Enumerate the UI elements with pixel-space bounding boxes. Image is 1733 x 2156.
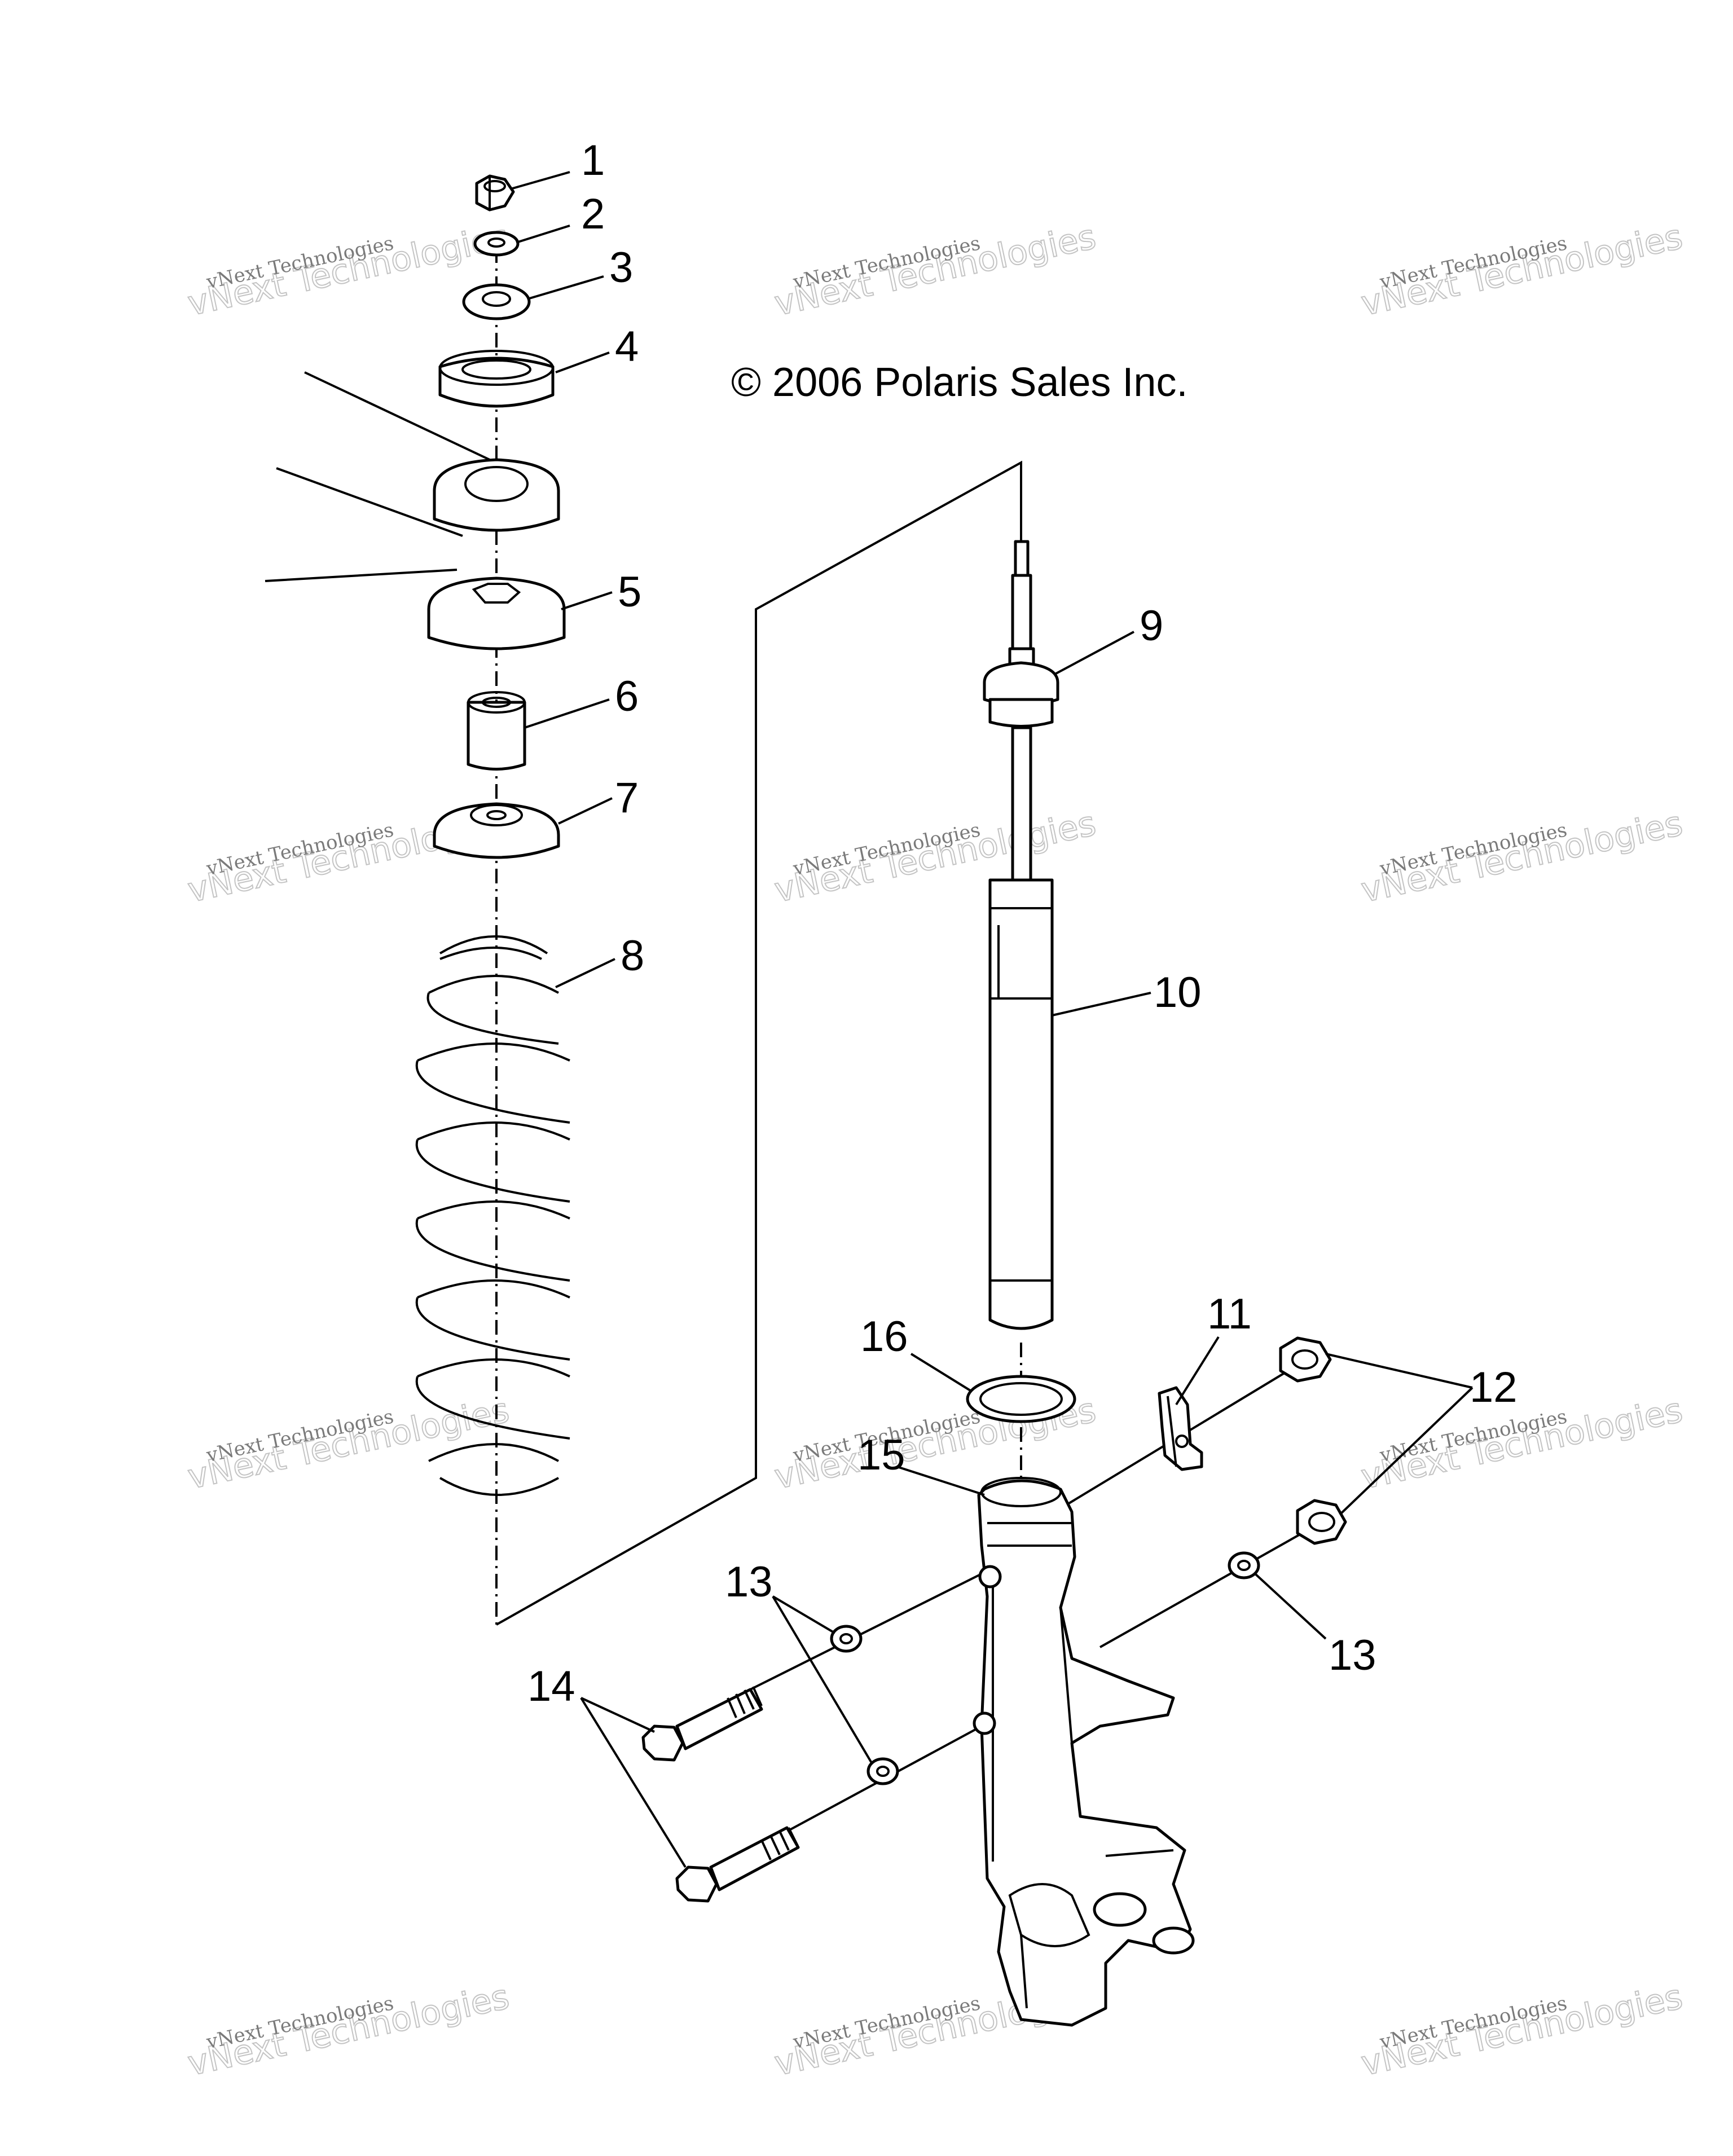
part-11-bracket bbox=[1158, 1386, 1203, 1471]
part-14-bolt-lower bbox=[675, 1826, 800, 1903]
connector-line bbox=[496, 460, 1022, 1626]
leader-13b bbox=[1254, 1573, 1327, 1640]
part-15-knuckle bbox=[973, 1477, 1195, 2027]
watermark: vNext Technologies vNext Technologies bbox=[771, 217, 1100, 324]
leader-6 bbox=[524, 698, 610, 729]
watermark: vNext Technologies vNext Technologies bbox=[184, 1977, 513, 2084]
leader-16 bbox=[910, 1353, 971, 1392]
callout-11: 11 bbox=[1207, 1290, 1252, 1338]
leader-13a-1 bbox=[772, 1595, 836, 1634]
leader-5 bbox=[561, 591, 613, 610]
part-7-spring-seat bbox=[433, 802, 560, 859]
part-9-shock-rod bbox=[983, 540, 1059, 882]
leader-15 bbox=[896, 1466, 985, 1496]
watermark: vNext Technologies vNext Technologies bbox=[1357, 1977, 1687, 2084]
part-14-bolt-upper bbox=[641, 1686, 763, 1762]
leader-11 bbox=[1175, 1336, 1220, 1406]
callout-14: 14 bbox=[527, 1662, 575, 1710]
leader-1 bbox=[510, 171, 570, 190]
extension-line bbox=[265, 569, 458, 582]
part-12-nut-upper bbox=[1279, 1336, 1332, 1383]
extension-line bbox=[304, 371, 508, 469]
callout-6: 6 bbox=[615, 672, 639, 720]
part-12-nut-lower bbox=[1296, 1499, 1347, 1545]
part-4-bearing-cup bbox=[438, 350, 555, 408]
part-13-washer-right bbox=[1228, 1551, 1260, 1579]
watermark: vNext Technologies vNext Technologies bbox=[1357, 803, 1687, 911]
callout-1: 1 bbox=[581, 137, 605, 184]
watermark: vNext Technologies vNext Technologies bbox=[184, 217, 513, 324]
callout-9: 9 bbox=[1140, 602, 1163, 650]
part-10-shock-body bbox=[988, 878, 1054, 1330]
watermark: vNext Technologies vNext Technologies bbox=[184, 1390, 513, 1498]
part-2-washer bbox=[473, 231, 520, 257]
lower-nut-axis bbox=[1099, 1522, 1321, 1648]
assembly-lines bbox=[265, 248, 1321, 1840]
callout-13a: 13 bbox=[725, 1558, 773, 1606]
leader-12b bbox=[1339, 1387, 1474, 1516]
leader-3 bbox=[527, 275, 604, 300]
leader-12a bbox=[1325, 1353, 1473, 1389]
leader-lines bbox=[510, 171, 1474, 1868]
part-1-nut bbox=[475, 174, 515, 212]
part-6-bushing bbox=[467, 691, 526, 771]
part-8-spring bbox=[415, 935, 570, 1496]
part-5-upper-mount bbox=[427, 458, 566, 650]
watermark: vNext Technologies vNext Technologies bbox=[1357, 217, 1687, 324]
leader-8 bbox=[555, 958, 615, 988]
leader-9 bbox=[1054, 631, 1134, 675]
leader-10 bbox=[1052, 992, 1151, 1017]
watermark: vNext Technologies vNext Technologies bbox=[1357, 1390, 1687, 1498]
callout-15: 15 bbox=[857, 1431, 905, 1479]
callout-7: 7 bbox=[615, 774, 639, 822]
leader-2 bbox=[516, 225, 570, 244]
leader-14a bbox=[580, 1697, 655, 1733]
part-3-spacer bbox=[462, 283, 531, 320]
part-13-washer-upper-left bbox=[830, 1625, 863, 1653]
callout-labels: 1 2 3 4 5 6 7 8 9 10 11 12 13 13 14 15 1… bbox=[527, 137, 1518, 1710]
part-16-ring bbox=[966, 1375, 1076, 1423]
watermarks: vNext Technologies vNext Technologies vN… bbox=[184, 217, 1687, 2084]
leader-4 bbox=[555, 351, 610, 373]
callout-12: 12 bbox=[1470, 1363, 1518, 1411]
leader-14b bbox=[580, 1697, 687, 1868]
copyright-text: © 2006 Polaris Sales Inc. bbox=[731, 360, 1187, 405]
callout-16: 16 bbox=[860, 1313, 908, 1361]
leader-7 bbox=[558, 797, 613, 825]
callout-2: 2 bbox=[581, 190, 605, 238]
part-13-washer-lower-left bbox=[866, 1757, 899, 1785]
callout-10: 10 bbox=[1154, 969, 1202, 1017]
extension-line bbox=[276, 467, 463, 537]
leader-13a-2 bbox=[772, 1595, 873, 1764]
callout-13b: 13 bbox=[1329, 1631, 1376, 1679]
callout-8: 8 bbox=[621, 932, 644, 980]
callout-3: 3 bbox=[609, 244, 633, 292]
callout-4: 4 bbox=[615, 323, 639, 371]
callout-5: 5 bbox=[618, 568, 641, 616]
